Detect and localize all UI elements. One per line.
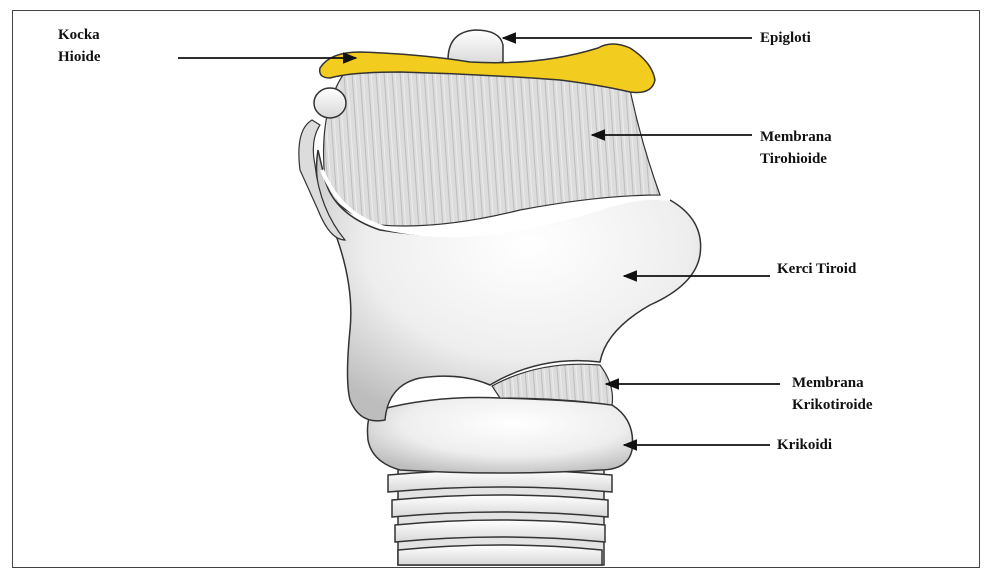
label-thyrohyoid-line1: Membrana [760, 126, 832, 148]
label-epiglottis: Epigloti [760, 27, 811, 49]
triticeal-cartilage [314, 88, 346, 118]
label-thyrohyoid-line2: Tirohioide [760, 148, 827, 170]
label-cricothyroid-line1: Membrana [792, 372, 864, 394]
label-cricothyroid-line2: Krikotiroide [792, 394, 873, 416]
thyrohyoid-membrane [324, 68, 660, 226]
label-hyoid-line2: Hioide [58, 46, 101, 68]
label-cricoid: Krikoidi [777, 434, 832, 456]
label-hyoid-line1: Kocka [58, 24, 100, 46]
label-thyroid: Kerci Tiroid [777, 258, 856, 280]
cricoid-cartilage [368, 398, 633, 473]
